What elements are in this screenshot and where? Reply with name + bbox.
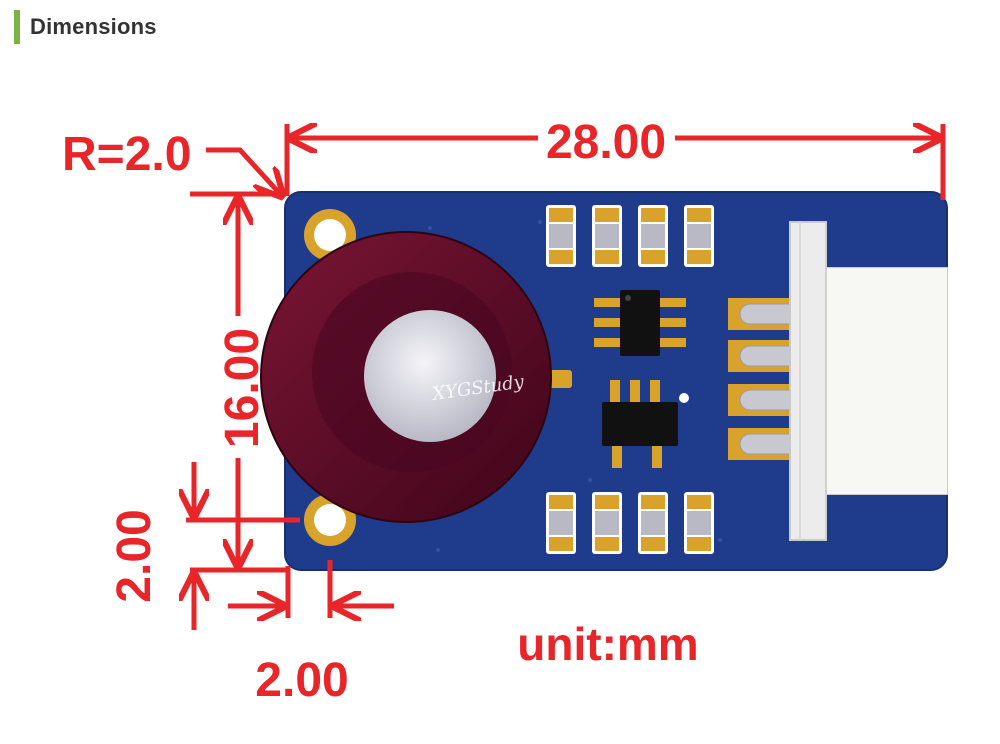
dimension-lines xyxy=(186,124,946,630)
section-title: Dimensions xyxy=(30,14,157,39)
horizontal-offset-label: 2.00 xyxy=(255,654,348,707)
section-header: Dimensions xyxy=(14,10,157,44)
ic-chip-lower xyxy=(602,380,689,468)
unit-label: unit:mm xyxy=(517,618,698,670)
radius-label: R=2.0 xyxy=(62,128,191,181)
width-label: 28.00 xyxy=(546,116,666,169)
vertical-offset-label: 2.00 xyxy=(108,509,161,602)
ic-chip-upper xyxy=(594,290,686,356)
ir-sensor xyxy=(260,231,572,523)
smd-resistors-bottom xyxy=(546,492,714,554)
height-label: 16.00 xyxy=(216,328,269,448)
smd-resistors-top xyxy=(546,205,714,267)
connector-housing xyxy=(789,221,948,541)
header-accent-bar xyxy=(14,10,20,44)
